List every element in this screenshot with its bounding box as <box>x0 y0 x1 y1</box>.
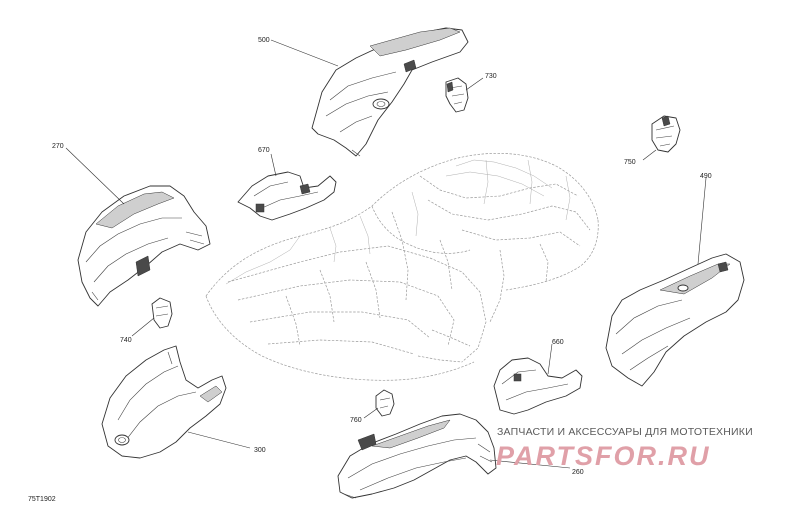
part-660-inner-panel <box>493 357 583 415</box>
drawing-code: 75T1902 <box>28 496 56 503</box>
part-750-bracket <box>651 115 681 153</box>
callout-740: 740 <box>120 337 132 344</box>
callout-260: 260 <box>572 469 584 476</box>
callout-300: 300 <box>254 447 266 454</box>
part-490-rear-fender <box>605 253 745 387</box>
leader-lines <box>65 39 707 469</box>
part-260-front-fender <box>337 413 497 499</box>
callout-490: 490 <box>700 173 712 180</box>
callout-660: 660 <box>552 339 564 346</box>
part-740-bracket <box>151 297 173 329</box>
watermark-caption: ЗАПЧАСТИ И АКСЕССУАРЫ ДЛЯ МОТОТЕХНИКИ <box>497 426 753 438</box>
atv-frame <box>205 152 599 381</box>
part-760-bracket <box>375 389 395 417</box>
callout-730: 730 <box>485 73 497 80</box>
callout-270: 270 <box>52 143 64 150</box>
part-730-bracket <box>445 77 469 113</box>
callout-670: 670 <box>258 147 270 154</box>
watermark-logo: PARTSFOR.RU <box>496 441 711 469</box>
callout-labels: 500 730 270 670 750 490 740 660 760 300 … <box>52 37 712 476</box>
callout-750: 750 <box>624 159 636 166</box>
part-670-inner-panel <box>237 171 337 221</box>
callout-500: 500 <box>258 37 270 44</box>
part-270-front-fender <box>77 185 211 307</box>
part-300-hood <box>101 345 227 459</box>
callout-760: 760 <box>350 417 362 424</box>
part-500-rear-fender <box>311 27 469 157</box>
watermark-logo-text: PARTSFOR.RU <box>496 441 711 469</box>
